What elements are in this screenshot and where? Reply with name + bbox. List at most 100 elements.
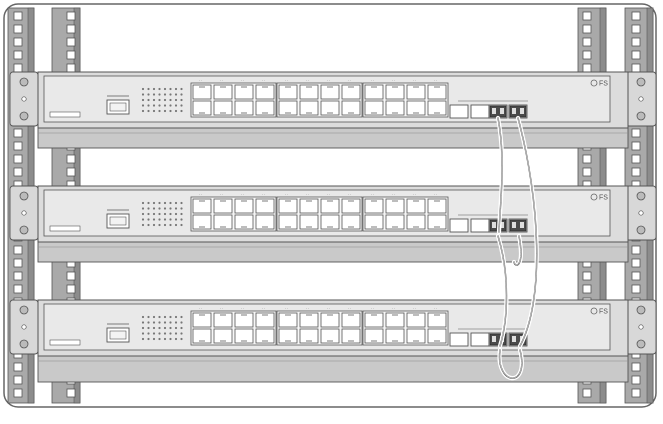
- rail-hole: [13, 167, 23, 177]
- rj45-latch: [199, 199, 205, 202]
- status-led: [141, 223, 145, 227]
- status-led: [147, 104, 150, 107]
- status-led: [141, 207, 145, 210]
- ear-screw: [19, 111, 29, 121]
- status-led: [141, 321, 145, 324]
- rail-hole: [582, 154, 592, 164]
- rj45-latch: [220, 340, 226, 343]
- port-number-tick: · ·: [262, 79, 265, 83]
- rail-hole: [13, 24, 23, 34]
- status-led: [147, 212, 150, 216]
- rj45-latch: [199, 85, 205, 88]
- status-led: [163, 212, 167, 216]
- shelf: [37, 355, 629, 383]
- rj45-latch: [327, 199, 333, 202]
- rj45-latch: [285, 199, 291, 202]
- rj45-latch: [285, 340, 291, 343]
- rj45-latch: [306, 313, 312, 316]
- port-number-tick: · ·: [348, 193, 351, 197]
- rail-hole: [13, 271, 23, 281]
- port-number-tick: · ·: [327, 307, 330, 311]
- status-led: [169, 218, 172, 221]
- fs-logo-icon: [590, 193, 598, 201]
- rj45-latch: [348, 226, 354, 229]
- status-led: [180, 98, 183, 102]
- status-led: [180, 337, 183, 341]
- status-led: [169, 321, 172, 324]
- status-led: [180, 201, 183, 205]
- port-number-tick: · ·: [199, 193, 202, 197]
- status-led: [147, 337, 150, 341]
- status-led: [152, 223, 156, 227]
- cable-middle-bottom-core: [497, 235, 507, 347]
- fs-logo-icon: [590, 79, 598, 87]
- shelf: [37, 127, 629, 149]
- rj45-latch: [392, 112, 398, 115]
- rj45-latch: [220, 85, 226, 88]
- status-led: [141, 326, 145, 330]
- rj45-latch: [220, 226, 226, 229]
- rj45-latch: [285, 85, 291, 88]
- rj45-latch: [241, 340, 247, 343]
- rj45-latch: [241, 85, 247, 88]
- port-number-tick: · ·: [327, 79, 330, 83]
- port-number-tick: · ·: [220, 79, 223, 83]
- port-number-tick: · ·: [434, 79, 437, 83]
- port-number-tick: · ·: [434, 193, 437, 197]
- status-led: [158, 201, 161, 205]
- switch-bottom: · ·· ·· ·· ·· ·· ·· ·· ·· ·· ·· ·· ·FS: [9, 299, 657, 357]
- rj45-latch: [262, 112, 268, 115]
- rj45-latch: [348, 112, 354, 115]
- rj45-latch: [306, 340, 312, 343]
- rail-hole: [631, 167, 641, 177]
- status-led: [158, 87, 161, 91]
- rail-hole: [13, 154, 23, 164]
- rj45-latch: [199, 112, 205, 115]
- rj45-latch: [392, 226, 398, 229]
- rj45-latch: [306, 112, 312, 115]
- port-number-tick: · ·: [392, 79, 395, 83]
- status-led: [158, 93, 161, 96]
- rail-hole: [631, 375, 641, 385]
- status-led: [163, 207, 167, 210]
- status-led: [152, 315, 156, 319]
- status-led: [180, 315, 183, 319]
- console-port-inner: [109, 216, 127, 226]
- rj45-latch: [413, 112, 419, 115]
- rail-hole: [582, 24, 592, 34]
- rj45-latch: [348, 340, 354, 343]
- status-led: [163, 87, 167, 91]
- rj45-latch: [327, 85, 333, 88]
- rail-hole: [13, 11, 23, 21]
- rj45-latch: [392, 85, 398, 88]
- rj45-latch: [434, 226, 440, 229]
- rj45-latch: [413, 226, 419, 229]
- rj45-latch: [434, 199, 440, 202]
- rail-hole: [13, 128, 23, 138]
- status-led: [141, 201, 145, 205]
- rj45-latch: [413, 199, 419, 202]
- rj45-latch: [348, 85, 354, 88]
- status-led: [174, 223, 178, 227]
- sfp-lc-left: [512, 336, 516, 342]
- status-led: [163, 332, 167, 335]
- status-led: [152, 332, 156, 335]
- status-led: [158, 218, 161, 221]
- status-led: [169, 201, 172, 205]
- status-led: [180, 212, 183, 216]
- sfp-lc-left: [492, 108, 496, 114]
- port-number-tick: · ·: [413, 307, 416, 311]
- ear-hole: [638, 324, 644, 330]
- status-led: [169, 315, 172, 319]
- model-label: [49, 225, 81, 232]
- status-led: [152, 207, 156, 210]
- status-led: [152, 104, 156, 107]
- status-led: [174, 207, 178, 210]
- rail-hole: [66, 154, 76, 164]
- rail-hole: [13, 141, 23, 151]
- model-label: [49, 111, 81, 118]
- status-led: [174, 93, 178, 96]
- ear-screw: [19, 225, 29, 235]
